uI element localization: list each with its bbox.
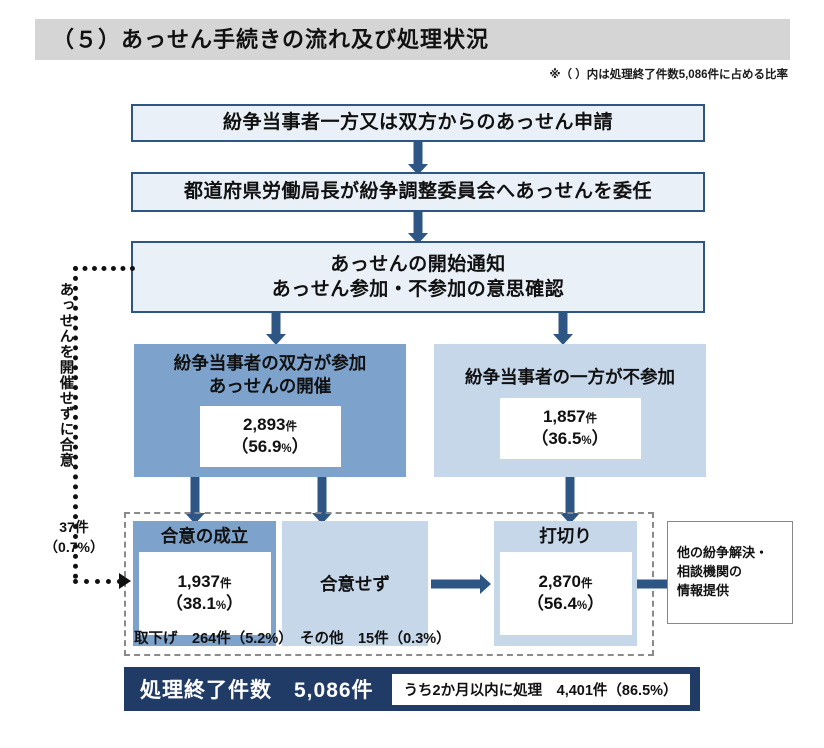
- nonparticipate-pct: （36.5: [531, 429, 582, 449]
- participate-count-unit: 件: [285, 421, 298, 434]
- summary-total-label: 処理終了件数 5,086件: [140, 679, 374, 702]
- page-title: （５）あっせん手続きの流れ及び処理状況: [52, 27, 490, 52]
- agreement-reached-box: 合意の成立 1,937件 （38.1%）: [133, 521, 276, 646]
- referral-line2: 相談機関の: [677, 564, 743, 580]
- feedback-path-vertical-segment: [73, 266, 78, 579]
- agreed-count: 1,937: [177, 572, 221, 592]
- agreed-figure-card: 1,937件 （38.1%）: [138, 551, 271, 635]
- start-notice-line1: あっせんの開始通知: [330, 253, 506, 275]
- no-agreement-box: 合意せず: [282, 521, 428, 646]
- agreed-count-unit: 件: [220, 578, 232, 591]
- agreed-pct-unit: %: [215, 600, 227, 613]
- participate-title-line2: あっせんの開催: [208, 375, 332, 396]
- footnote-ratio-basis: ※（ ）内は処理終了件数5,086件に占める比率: [549, 69, 788, 81]
- arrow-step3-to-nonparticipate: [553, 313, 573, 345]
- participate-pct-close: ）: [291, 437, 309, 456]
- summary-banner: 処理終了件数 5,086件 うち2か月以内に処理 4,401件（86.5%）: [124, 667, 700, 711]
- header-bar: [35, 19, 790, 60]
- feedback-path-arrowhead: [119, 573, 131, 589]
- start-notice-line2: あっせん参加・不参加の意思確認: [271, 279, 565, 300]
- feedback-path-bottom-segment: [73, 579, 122, 584]
- nonparticipate-count: 1,857: [542, 407, 586, 427]
- participate-pct: （56.9: [231, 437, 282, 456]
- summary-within-two-months: うち2か月以内に処理 4,401件（86.5%）: [391, 673, 690, 705]
- terminated-box: 打切り 2,870件 （56.4%）: [494, 521, 637, 646]
- arrow-step3-to-participate: [266, 313, 286, 345]
- arrow-nonparticipate-to-terminated: [560, 477, 580, 524]
- participate-pct-unit: %: [281, 443, 292, 455]
- step-delegation-box: 都道府県労働局長が紛争調整委員会へあっせんを委任: [131, 172, 705, 212]
- agreed-pct: （38.1: [165, 594, 216, 614]
- referral-info-box: 他の紛争解決・ 相談機関の 情報提供: [667, 521, 793, 624]
- referral-line3: 情報提供: [677, 582, 730, 598]
- nonparticipate-title: 紛争当事者の一方が不参加: [465, 367, 675, 387]
- arrow-not-agreed-to-terminated: [431, 574, 491, 594]
- zone-footnote: 取下げ 264件（5.2%） その他 15件（0.3%）: [134, 631, 451, 647]
- step-start-notice-box: あっせんの開始通知 あっせん参加・不参加の意思確認: [131, 241, 705, 313]
- nonparticipate-pct-unit: %: [581, 435, 592, 448]
- terminated-figure-card: 2,870件 （56.4%）: [499, 551, 632, 635]
- participate-title-line1: 紛争当事者の双方が参加: [173, 353, 367, 373]
- agreed-title: 合意の成立: [160, 526, 249, 546]
- terminated-pct-close: ）: [587, 594, 605, 614]
- referral-line1: 他の紛争解決・: [677, 545, 769, 561]
- participate-count: 2,893: [242, 415, 286, 435]
- participate-figure-card: 2,893件 （56.9%）: [199, 405, 341, 467]
- arrow-step1-to-step2: [408, 142, 428, 175]
- nonparticipate-figure-card: 1,857件 （36.5%）: [499, 397, 641, 459]
- terminated-count-unit: 件: [581, 578, 593, 591]
- both-parties-participate-box: 紛争当事者の双方が参加 あっせんの開催 2,893件 （56.9%）: [134, 344, 406, 477]
- feedback-count: 37件: [59, 519, 89, 535]
- feedback-pct: （0.7%）: [44, 539, 104, 555]
- nonparticipate-count-unit: 件: [585, 413, 598, 426]
- arrow-participate-to-agreed: [185, 477, 205, 524]
- one-party-nonparticipate-box: 紛争当事者の一方が不参加 1,857件 （36.5%）: [434, 344, 706, 477]
- terminated-pct-unit: %: [576, 600, 588, 613]
- feedback-label: あっせんを開催せずに合意: [57, 282, 74, 468]
- agreed-pct-close: ）: [226, 594, 244, 614]
- step-application-box: 紛争当事者一方又は双方からのあっせん申請: [131, 104, 705, 142]
- terminated-count: 2,870: [538, 572, 582, 592]
- nonparticipate-pct-close: ）: [591, 429, 609, 449]
- arrow-step2-to-step3: [408, 212, 428, 244]
- terminated-title: 打切り: [539, 526, 592, 546]
- feedback-path-top-segment: [73, 266, 135, 271]
- terminated-pct: （56.4: [526, 594, 577, 614]
- arrow-participate-to-not-agreed: [312, 477, 332, 524]
